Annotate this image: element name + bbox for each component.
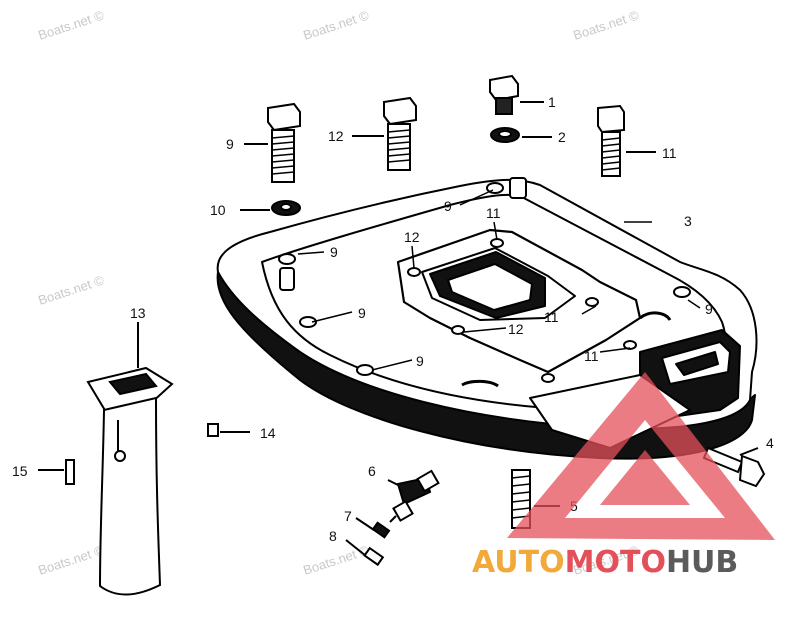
plate-holes	[278, 182, 691, 383]
callout-12: 12	[328, 128, 344, 144]
logo-part-hub: HUB	[666, 545, 738, 580]
part-8-pin	[345, 539, 385, 567]
bolt-hole	[490, 238, 504, 248]
part-9-bolt	[244, 102, 301, 183]
callout-15: 15	[12, 463, 28, 479]
part-6-sensor	[387, 469, 440, 523]
watermark: Boats.net ©	[301, 542, 371, 577]
callout-9: 9	[444, 198, 452, 214]
watermark: Boats.net ©	[301, 7, 371, 42]
automotohub-logo: AUTOMOTOHUB	[472, 372, 775, 580]
callout-11: 11	[662, 145, 677, 161]
part-2-washer	[490, 127, 552, 143]
callout-11: 11	[486, 205, 501, 221]
callout-10: 10	[210, 202, 226, 218]
callout-9: 9	[705, 301, 713, 317]
logo-inner-triangle-icon	[600, 450, 690, 505]
part-7-pin	[355, 517, 391, 539]
part-13-tube	[86, 322, 174, 596]
part-1-bolt	[489, 74, 544, 115]
watermark: Boats.net ©	[36, 272, 106, 307]
part-14-plug	[207, 423, 250, 437]
bolt-hole	[623, 340, 637, 350]
logo-wordmark: AUTOMOTOHUB	[472, 545, 738, 580]
watermark: Boats.net ©	[36, 542, 106, 577]
bolt-hole	[299, 316, 317, 328]
callout-11: 11	[544, 309, 559, 325]
callout-6: 6	[368, 463, 376, 479]
callout-9: 9	[330, 244, 338, 260]
part-12-bolt	[352, 96, 417, 171]
part-11-screw	[597, 104, 656, 177]
callout-9: 9	[226, 136, 234, 152]
callout-11: 11	[584, 348, 599, 364]
callout-8: 8	[329, 528, 337, 544]
watermark: Boats.net ©	[571, 7, 641, 42]
part-10-nut	[240, 200, 301, 216]
bolt-hole	[451, 325, 465, 335]
logo-part-moto: MOTO	[565, 545, 666, 580]
callout-13: 13	[130, 305, 146, 321]
logo-part-auto: AUTO	[472, 545, 565, 580]
callout-2: 2	[558, 129, 566, 145]
watermark: Boats.net ©	[36, 7, 106, 42]
bolt-hole	[356, 364, 374, 376]
part-15-screw	[38, 459, 75, 485]
callout-3: 3	[684, 213, 692, 229]
bolt-hole	[541, 373, 555, 383]
bolt-hole	[278, 253, 296, 265]
adapter-plate	[216, 177, 758, 460]
bolt-hole	[585, 297, 599, 307]
bolt-hole	[673, 286, 691, 298]
callout-9: 9	[416, 353, 424, 369]
callout-9: 9	[358, 305, 366, 321]
callout-12: 12	[404, 229, 420, 245]
logo-triangle-icon	[507, 372, 775, 540]
leader-lines	[297, 189, 701, 371]
callouts: 1 2 3 4 5 6 7 8 9 9 9 9 9 9 10 11 11 11 …	[12, 94, 774, 544]
callout-7: 7	[344, 508, 352, 524]
callout-1: 1	[548, 94, 556, 110]
bolt-hole	[407, 267, 421, 277]
callout-12: 12	[508, 321, 524, 337]
callout-14: 14	[260, 425, 276, 441]
callout-4: 4	[766, 435, 774, 451]
